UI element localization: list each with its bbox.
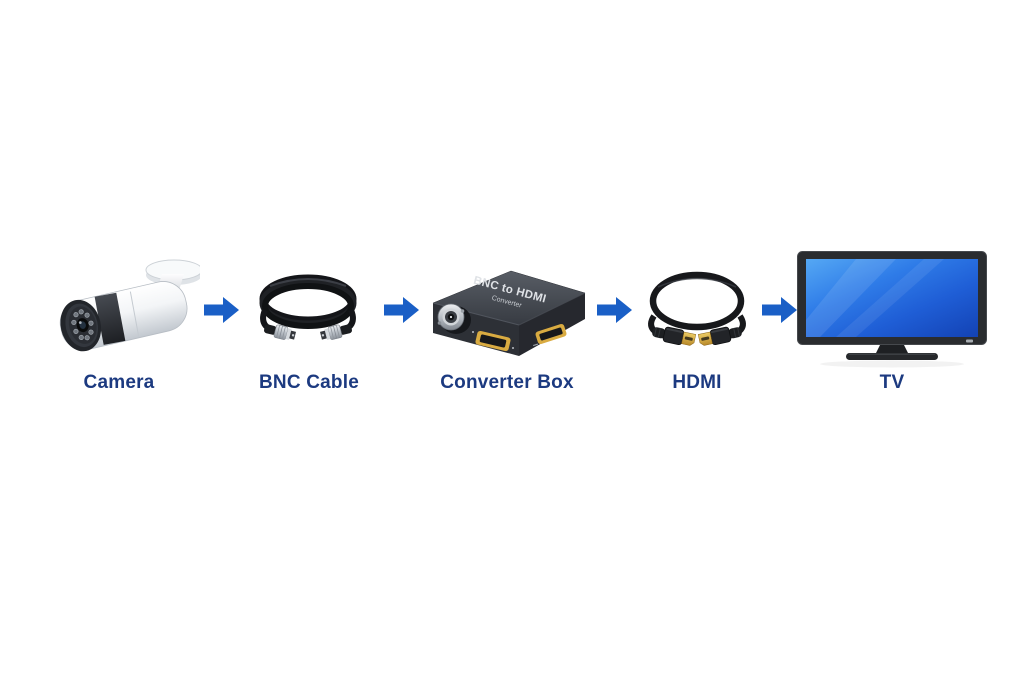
bnc-cable-art	[246, 244, 372, 376]
flow-step-tv: TV	[796, 244, 988, 393]
tv-icon	[797, 251, 987, 368]
converter-box-art: BNC to HDMI Converter	[421, 244, 593, 376]
flow-arrow-4	[762, 244, 798, 376]
flow-step-converter-box: BNC to HDMI Converter	[421, 244, 593, 393]
tv-screen	[806, 259, 978, 337]
hdmi-plug-left	[652, 326, 697, 346]
converter-box-icon: BNC to HDMI Converter	[432, 270, 586, 356]
tv-label: TV	[879, 372, 905, 393]
tv-indicator	[966, 339, 973, 343]
flow-step-hdmi: HDMI	[636, 244, 758, 393]
flow-arrow-3	[597, 244, 633, 376]
bnc-cable-label: BNC Cable	[259, 372, 359, 393]
hdmi-plug-right	[697, 326, 742, 346]
converter-bnc-port	[437, 303, 471, 334]
flow-step-bnc-cable: BNC Cable	[246, 244, 372, 393]
cable-coil	[259, 274, 357, 329]
converter-box-label: Converter Box	[440, 372, 574, 393]
bnc-connector-right	[319, 324, 352, 340]
camera-body	[59, 281, 188, 352]
camera-label: Camera	[83, 372, 155, 393]
connection-flow: Camera	[0, 244, 1024, 404]
camera-ir-leds	[71, 309, 94, 341]
flow-arrow-1	[204, 244, 240, 376]
converter-hdmi-port-side	[535, 323, 567, 345]
bnc-connector-left	[264, 324, 297, 340]
arrow-right-icon	[384, 297, 419, 323]
arrow-right-icon	[597, 297, 632, 323]
converter-hdmi-port-front	[475, 330, 511, 352]
bnc-cable-icon	[259, 274, 357, 340]
hdmi-cable-art	[636, 244, 758, 376]
hdmi-label: HDMI	[672, 372, 722, 393]
tv-stand-neck	[876, 345, 908, 353]
arrow-right-icon	[204, 297, 239, 323]
arrow-right-icon	[762, 297, 797, 323]
camera-art	[38, 244, 200, 376]
flow-step-camera: Camera	[38, 244, 200, 393]
cctv-camera-icon	[59, 259, 200, 352]
converter-side-face	[519, 293, 585, 356]
hdmi-cable-icon	[648, 271, 746, 346]
tv-art	[796, 244, 988, 376]
flow-arrow-2	[384, 244, 420, 376]
cable-loop	[649, 271, 745, 331]
